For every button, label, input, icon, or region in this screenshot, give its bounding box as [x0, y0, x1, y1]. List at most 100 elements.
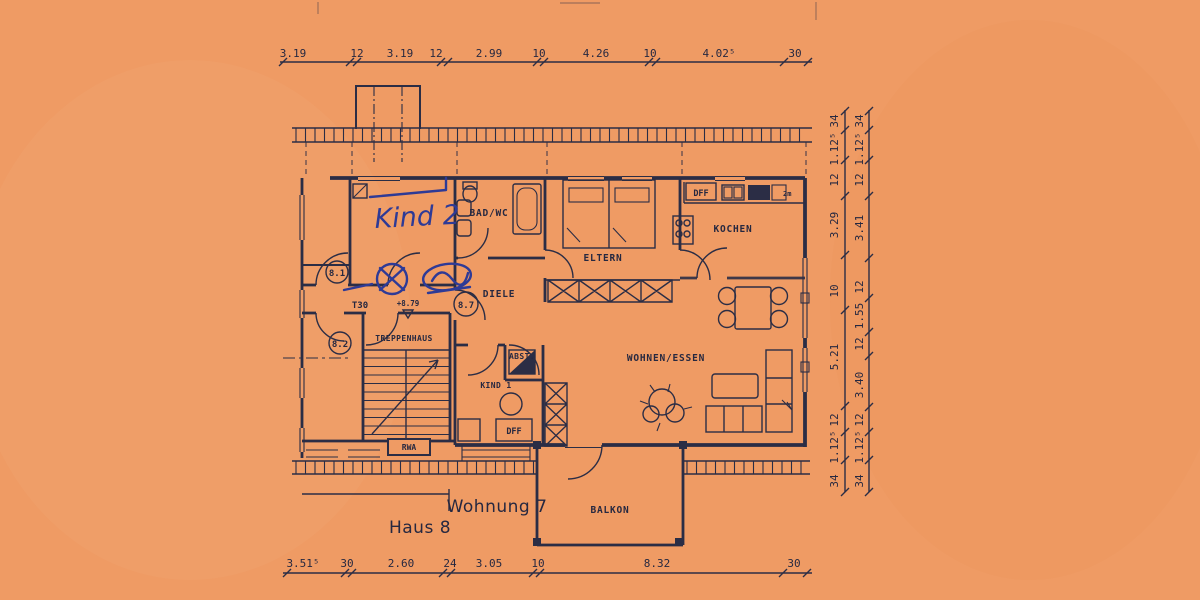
dim-ticks-top — [278, 57, 813, 67]
dimension-chain-top: 3.19 12 3.19 12 2.99 10 4.26 10 4.02⁵ 30 — [278, 47, 813, 67]
wohnung-label: Wohnung 7 — [447, 497, 548, 517]
dim-ri-8: 1.12⁵ — [828, 430, 841, 463]
door-arc-balkon — [567, 444, 603, 480]
dim-ro-4: 3.41 — [853, 215, 866, 242]
dim-ticks-bottom — [282, 568, 812, 578]
cupboard-x — [544, 382, 568, 447]
dim-bottom-6: 10 — [531, 557, 544, 570]
dim-ri-1: 34 — [828, 114, 841, 128]
room-label-abst: ABST. — [509, 352, 535, 361]
bathtub-icon — [512, 183, 542, 235]
walls — [283, 176, 807, 458]
dim-ro-5: 12 — [853, 280, 866, 293]
dim-ro-1: 34 — [853, 114, 866, 128]
haus-label: Haus 8 — [389, 518, 451, 538]
dim-ro-3: 12 — [853, 173, 866, 186]
door-tag-8-7: 8.7 — [458, 301, 474, 311]
dining-set-icon — [717, 286, 789, 330]
dimension-chain-right-outer: 34 1.12⁵ 12 3.41 12 1.55 12 3.40 12 1.12… — [853, 106, 874, 497]
roof-edge-top — [292, 127, 812, 176]
stove-icon — [748, 185, 770, 200]
room-label-diele: DIELE — [483, 289, 516, 300]
dim-ticks-right-outer — [864, 106, 874, 497]
handwritten-kind2-label: Kind 2 — [374, 200, 461, 235]
room-label-eltern: ELTERN — [583, 253, 622, 264]
door-arc-kind2 — [387, 252, 421, 286]
dim-ro-8: 3.40 — [853, 372, 866, 399]
dim-top-7: 4.26 — [583, 47, 610, 60]
fire-door-label-t30: T30 — [352, 301, 368, 311]
sink-icon — [721, 184, 745, 201]
level-marker-label: +8.79 — [397, 299, 420, 308]
dim-top-4: 12 — [429, 47, 442, 60]
dimension-chain-right-inner: 34 1.12⁵ 12 3.29 10 5.21 12 1.12⁵ 34 — [828, 106, 850, 497]
dim-top-8: 10 — [643, 47, 656, 60]
stair-arrow-icon — [371, 359, 439, 435]
sofa-side-icon — [765, 349, 793, 433]
room-labels: BAD/WC ELTERN KOCHEN DIELE TREPPENHAUS A… — [375, 189, 791, 437]
dim-bottom-3: 2.60 — [388, 557, 415, 570]
handwritten-scribble — [342, 262, 473, 296]
balcony: BALKON — [533, 441, 687, 547]
dim-bottom-4: 24 — [443, 557, 457, 570]
dim-ro-10: 1.12⁵ — [853, 430, 866, 463]
door-tag-8-2: 8.2 — [332, 340, 348, 350]
room-label-kind1: KIND 1 — [480, 381, 511, 390]
coffee-table-icon — [711, 373, 759, 399]
dim-ri-6: 5.21 — [828, 344, 841, 371]
abst-shelf-icon — [508, 349, 536, 375]
living-furniture — [705, 349, 793, 433]
dim-ro-7: 12 — [853, 337, 866, 350]
room-label-bad-wc: BAD/WC — [469, 208, 508, 219]
sofa-icon — [705, 405, 763, 433]
wardrobe-x — [547, 279, 673, 303]
dim-top-2: 12 — [350, 47, 363, 60]
room-label-wohnen-essen: WOHNEN/ESSEN — [627, 353, 705, 364]
dim-ri-9: 34 — [828, 474, 841, 488]
dim-ro-9: 12 — [853, 413, 866, 426]
room-label-kochen: KOCHEN — [713, 224, 752, 235]
door-arcs — [315, 227, 728, 480]
room-label-balkon: BALKON — [590, 505, 629, 516]
dim-ri-7: 12 — [828, 413, 841, 426]
dim-bottom-5: 3.05 — [476, 557, 503, 570]
toilet-icon — [462, 185, 478, 203]
paper-texture — [830, 20, 1200, 580]
dimension-chain-bottom: 3.51⁵ 30 2.60 24 3.05 10 8.32 30 — [282, 557, 812, 578]
door-tag-8-1: 8.1 — [329, 269, 345, 279]
dim-bottom-7: 8.32 — [644, 557, 671, 570]
dim-bottom-2: 30 — [340, 557, 353, 570]
side-table-icon — [457, 418, 481, 442]
dff-label-kitchen: DFF — [693, 189, 708, 199]
dim-ticks-right-inner — [840, 106, 850, 497]
wall-note-2m: 2m — [783, 190, 791, 198]
washbasin-icon — [456, 199, 472, 217]
dim-ro-2: 1.12⁵ — [853, 132, 866, 165]
desk-icon — [495, 418, 533, 442]
dim-top-9: 4.02⁵ — [702, 47, 735, 60]
dormer-outline — [355, 85, 421, 162]
dim-ro-11: 34 — [853, 474, 866, 488]
dim-ro-6: 1.55 — [853, 303, 866, 330]
oven-icon — [672, 215, 694, 245]
eltern-bed-icon — [562, 179, 656, 249]
rwa-niche — [387, 438, 431, 456]
door-arc-kueche-west — [679, 249, 711, 281]
staircase: RWA — [363, 349, 450, 456]
level-marker-icon — [401, 309, 415, 320]
top-band-ticks — [295, 128, 801, 142]
dim-ri-2: 1.12⁵ — [828, 132, 841, 165]
dim-bottom-1: 3.51⁵ — [286, 557, 319, 570]
kind2-fixture — [352, 183, 368, 199]
title-labels: Wohnung 7 Haus 8 — [302, 489, 547, 538]
door-arc-kueche-sued — [696, 247, 728, 279]
roof-edge-bottom — [292, 460, 810, 475]
bottom-band-ticks — [295, 461, 802, 474]
room-label-treppenhaus: TREPPENHAUS — [375, 334, 432, 343]
dff-label-kind1: DFF — [506, 427, 521, 437]
door-arc-8-1 — [315, 252, 349, 286]
bad-fixtures — [456, 181, 542, 237]
dim-top-3: 3.19 — [387, 47, 414, 60]
